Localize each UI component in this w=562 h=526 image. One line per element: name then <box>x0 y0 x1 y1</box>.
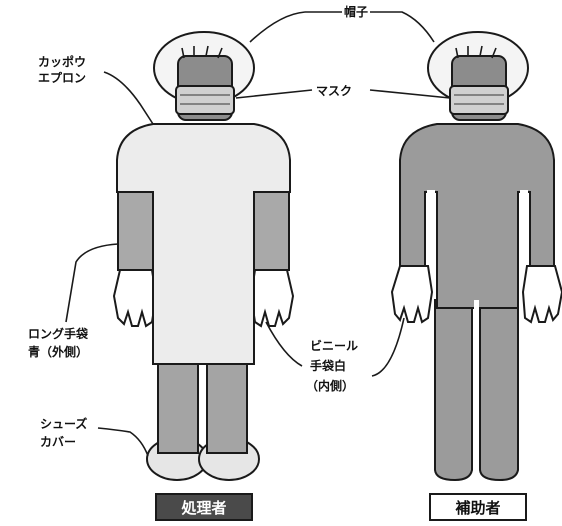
handler-figure <box>112 31 295 481</box>
label-shoe-cover-line1: シューズ <box>40 416 87 431</box>
label-mask: マスク <box>316 84 352 98</box>
caption-handler: 処理者 <box>155 493 253 521</box>
label-shoe-cover-line2: カバー <box>40 435 76 449</box>
label-hat: 帽子 <box>344 4 368 19</box>
handler-long-glove-left <box>117 187 155 271</box>
caption-assistant: 補助者 <box>429 493 527 521</box>
label-vinyl-glove-line3: （内側） <box>306 378 354 393</box>
assistant-leg-right <box>479 299 519 482</box>
handler-vinyl-glove-right <box>249 269 295 328</box>
handler-long-glove-right <box>252 187 290 271</box>
label-apron-line1: カッポウ <box>38 54 86 69</box>
label-long-glove-line1: ロング手袋 <box>28 326 89 341</box>
handler-trouser-right <box>206 357 248 454</box>
handler-vinyl-glove-left <box>112 269 158 328</box>
assistant-mask <box>449 85 509 115</box>
assistant-glove-right <box>521 265 562 324</box>
assistant-glove-left <box>390 265 434 324</box>
svg-text:処理者: 処理者 <box>180 499 226 517</box>
assistant-figure <box>390 31 562 482</box>
svg-text:補助者: 補助者 <box>454 499 500 517</box>
leader-lines <box>65 11 451 457</box>
handler-trouser-left <box>157 357 199 454</box>
label-apron-line2: エプロン <box>38 70 86 85</box>
assistant-leg-left <box>434 299 473 482</box>
handler-apron <box>116 123 291 365</box>
label-vinyl-glove-line1: ビニール <box>310 338 358 353</box>
label-vinyl-glove-line2: 手袋白 <box>310 358 346 373</box>
assistant-suit <box>399 123 555 309</box>
label-long-glove-line2: 青（外側） <box>28 344 88 359</box>
handler-mask <box>175 85 235 115</box>
